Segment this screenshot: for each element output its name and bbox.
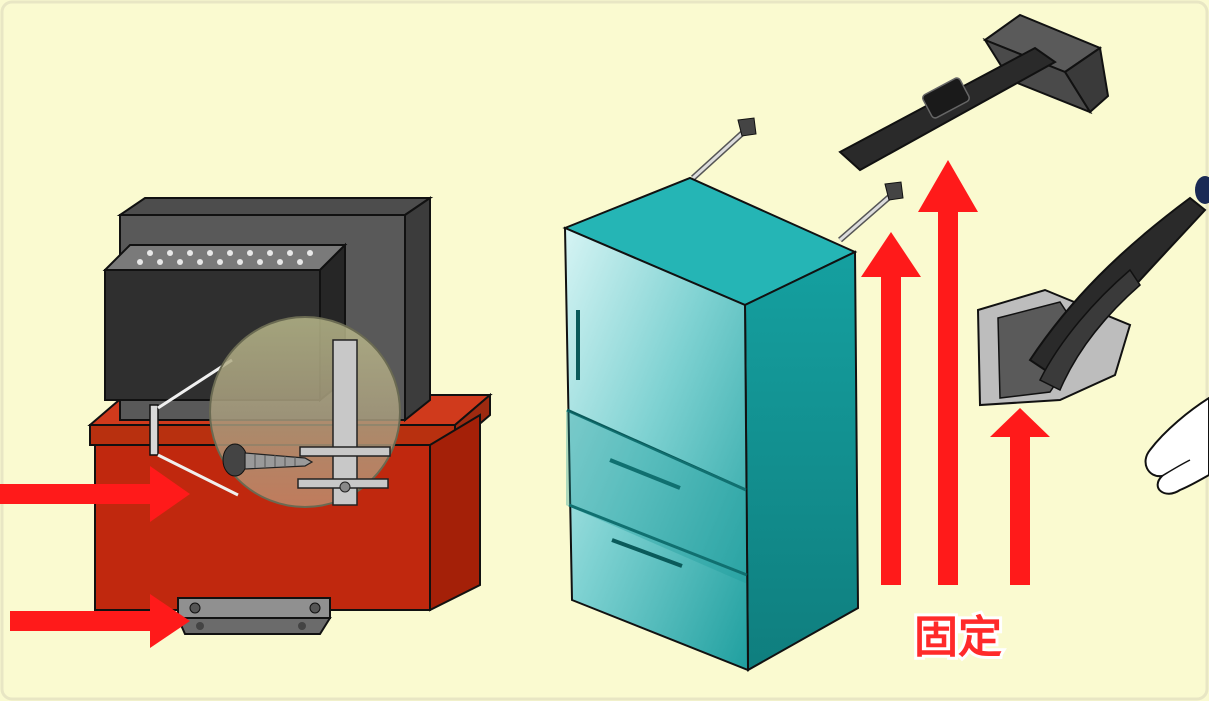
fix-label: 固定 xyxy=(914,612,1002,663)
bracket-icon xyxy=(178,598,330,634)
magnifier-detail xyxy=(210,317,400,507)
